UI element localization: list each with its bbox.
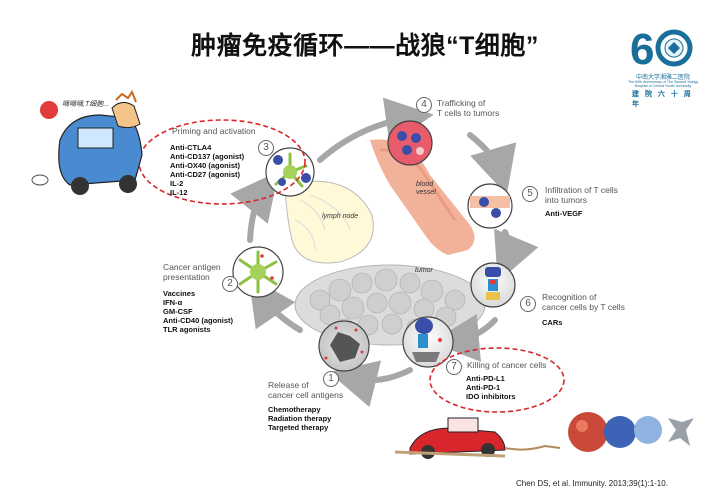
step2-cell-circle [232, 246, 284, 298]
step2-name: Cancer antigen presentation [163, 262, 221, 282]
step5-number: 5 [522, 186, 538, 202]
highlight-ellipse-step7 [429, 347, 565, 413]
step1-drug-1: Chemotherapy [268, 405, 321, 414]
step1-name: Release of cancer cell antigens [268, 380, 344, 400]
citation: Chen DS, et al. Immunity. 2013;39(1):1-1… [516, 479, 668, 488]
step6-cell-circle [470, 262, 516, 308]
step4-name: Trafficking of T cells to tumors [437, 98, 500, 118]
step1-number: 1 [323, 371, 339, 387]
logo-line1: 中南大学湘雅二医院 [635, 75, 690, 81]
step3-drug-6: IL-12 [170, 188, 188, 197]
step5-name: Infiltration of T cells into tumors [545, 185, 618, 205]
step7-drug-3: IDO inhibitors [466, 392, 516, 401]
step2-drug-5: TLR agonists [163, 325, 211, 334]
cartoon-speech: 嘀嘀嘀,T细胞... [62, 101, 110, 108]
step6-name: Recognition of cancer cells by T cells [542, 292, 625, 312]
step3-drug-3: Anti-OX40 (agonist) [170, 161, 241, 170]
step2-drug-1: Vaccines [163, 289, 196, 298]
step2-drug-2: IFN-α [163, 298, 183, 307]
step4-cell-circle [387, 120, 433, 166]
step2-number: 2 [222, 276, 238, 292]
step1-drug-3: Targeted therapy [268, 423, 329, 432]
step6-number: 6 [520, 296, 536, 312]
step5-cell-circle [467, 183, 513, 229]
blood-vessel-label: blood vessel [416, 181, 436, 196]
cycle-arrows [230, 97, 539, 408]
step3-drug-2: Anti-CD137 (agonist) [170, 152, 245, 161]
step2-drug-4: Anti-CD40 (agonist) [163, 316, 233, 325]
step7-number: 7 [446, 359, 462, 375]
svg-text:6: 6 [630, 25, 654, 72]
lymph-node-label: lymph node [322, 213, 359, 220]
step3-drug-5: IL-2 [170, 179, 184, 188]
logo-line2: The 60th Anniversary of The Second Xiang… [628, 80, 698, 84]
lymph-node [284, 180, 374, 264]
step6-drug-1: CARs [542, 318, 563, 327]
logo-motto: 建 院 六 十 周 年 [632, 91, 693, 108]
step3-number: 3 [258, 140, 274, 156]
step7-name: Killing of cancer cells [467, 360, 547, 370]
step4-number: 4 [416, 97, 432, 113]
step1-drug-2: Radiation therapy [268, 414, 332, 423]
step2-drug-3: GM-CSF [163, 307, 193, 316]
hospital-logo: 6 中南大学湘雅二医院 The 60th Anniversary of The … [628, 20, 698, 108]
cartoon-car-bottom [394, 417, 561, 459]
step7-cell-circle [402, 316, 454, 368]
cell-illustration-bottom-right [568, 412, 694, 452]
step3-cell-circle [265, 147, 315, 197]
step3-name: Priming and activation [172, 126, 256, 136]
step7-drug-2: Anti-PD-1 [466, 383, 501, 392]
logo-60-icon: 6 [630, 25, 693, 74]
tumor-label: tumor [415, 267, 433, 274]
logo-line3: Hospital of Central South University [634, 84, 692, 88]
step1-cell-circle [318, 320, 370, 372]
step3-drug-1: Anti-CTLA4 [170, 143, 212, 152]
slide-title: 肿瘤免疫循环——战狼“T细胞” [191, 32, 539, 60]
step7-drug-1: Anti-PD-L1 [466, 374, 505, 383]
cartoon-car-top [31, 89, 143, 195]
step3-drug-4: Anti-CD27 (agonist) [170, 170, 240, 179]
step5-drug-1: Anti-VEGF [545, 209, 583, 218]
